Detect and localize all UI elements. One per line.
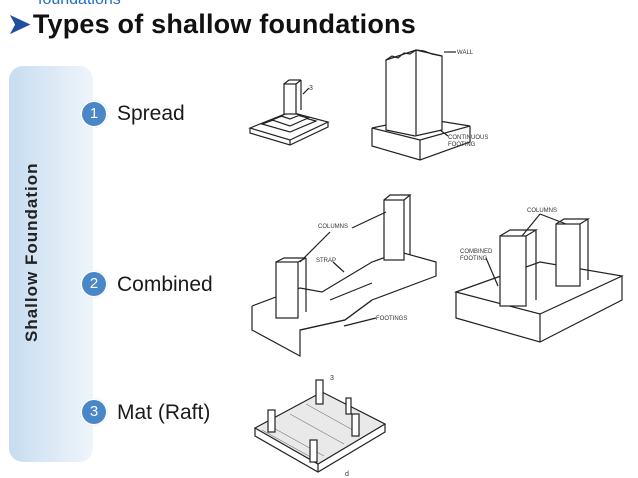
strap-footing-drawing: COLUMNS STRAP FOOTINGS xyxy=(251,194,437,358)
strap-columns-label: COLUMNS xyxy=(318,224,348,230)
wall-label: WALL xyxy=(457,50,474,56)
continuous-footing-label-1: CONTINUOUS xyxy=(448,135,488,141)
slide-title-text: Types of shallow foundations xyxy=(32,9,416,39)
cut-off-heading: foundations xyxy=(38,0,121,9)
slide-title: ➤Types of shallow foundations xyxy=(8,9,416,40)
combined-footing-label-1: COMBINED xyxy=(460,249,493,255)
strap-label: STRAP xyxy=(316,258,336,264)
continuous-footing-label-2: FOOTING xyxy=(448,142,476,148)
combined-footing-drawing: COLUMNS COMBINED FOOTING xyxy=(453,208,625,343)
item-label-combined: Combined xyxy=(117,273,213,296)
item-number-badge-2: 2 xyxy=(80,270,108,298)
combined-footing-label-2: FOOTING xyxy=(460,256,488,262)
footings-label: FOOTINGS xyxy=(376,316,407,322)
spread-footing-drawing: 3 xyxy=(248,79,330,146)
item-label-mat: Mat (Raft) xyxy=(117,401,211,424)
arrow-bullet-icon: ➤ xyxy=(8,9,31,39)
wall-footing-drawing: WALL CONTINUOUS FOOTING xyxy=(371,49,488,161)
mat-bottom-marker: d xyxy=(345,471,349,478)
side-panel xyxy=(9,66,93,462)
combined-columns-label: COLUMNS xyxy=(527,208,557,214)
item-number-badge-1: 1 xyxy=(80,100,108,128)
item-number-badge-3: 3 xyxy=(80,398,108,426)
item-label-spread: Spread xyxy=(117,102,185,125)
spread-column-marker: 3 xyxy=(309,85,313,92)
mat-foundation-drawing: 3 d xyxy=(253,375,387,478)
mat-column-marker: 3 xyxy=(330,375,334,382)
